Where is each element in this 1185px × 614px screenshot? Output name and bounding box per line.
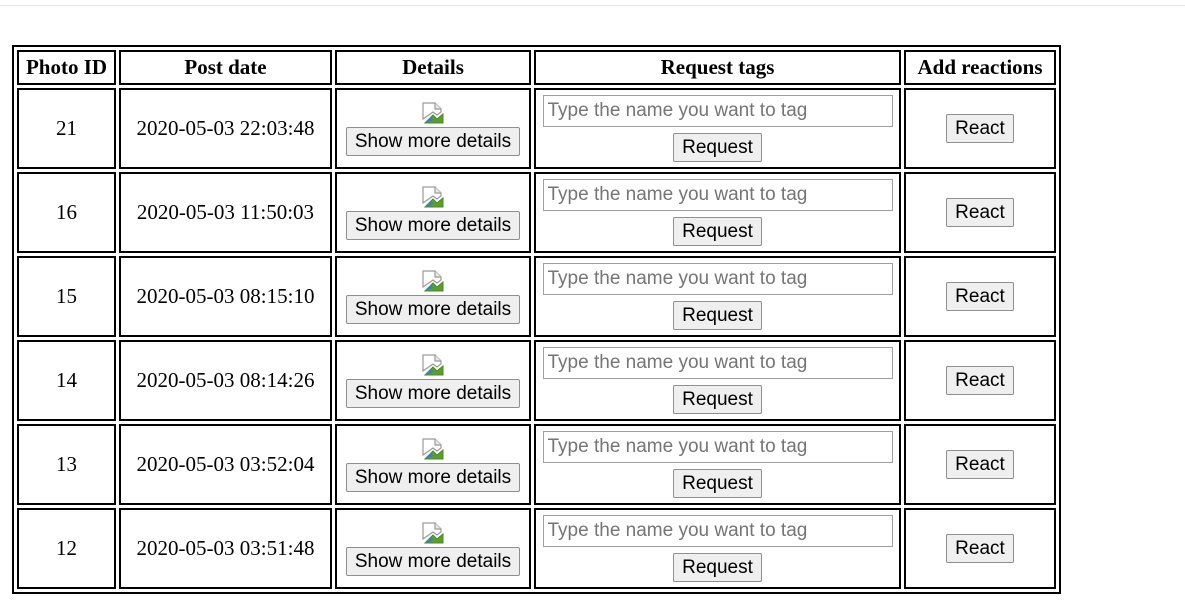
table-row: 21 2020-05-03 22:03:48 Show more details… [17, 88, 1056, 169]
request-button[interactable]: Request [673, 133, 762, 162]
show-more-details-button[interactable]: Show more details [345, 211, 521, 240]
post-date: 2020-05-03 08:14:26 [136, 368, 315, 392]
tag-name-input[interactable] [542, 515, 893, 547]
broken-image-icon [422, 438, 444, 460]
post-date: 2020-05-03 03:52:04 [136, 452, 315, 476]
react-button[interactable]: React [946, 366, 1014, 395]
details-cell: Show more details [335, 508, 531, 589]
post-date-cell: 2020-05-03 08:14:26 [119, 340, 332, 421]
request-button[interactable]: Request [673, 469, 762, 498]
show-more-details-button[interactable]: Show more details [345, 295, 521, 324]
broken-image-icon [422, 270, 444, 292]
show-more-details-button[interactable]: Show more details [345, 463, 521, 492]
post-date-cell: 2020-05-03 08:15:10 [119, 256, 332, 337]
show-more-details-button[interactable]: Show more details [345, 379, 521, 408]
photos-table: Photo ID Post date Details Request tags … [12, 45, 1061, 594]
post-date: 2020-05-03 22:03:48 [136, 116, 315, 140]
request-tags-cell: Request [534, 256, 901, 337]
photo-id: 21 [56, 116, 77, 140]
table-row: 12 2020-05-03 03:51:48 Show more details… [17, 508, 1056, 589]
tag-name-input[interactable] [542, 431, 893, 463]
photo-id: 15 [56, 284, 77, 308]
header-request-tags: Request tags [534, 50, 901, 85]
photo-id-cell: 12 [17, 508, 116, 589]
react-button[interactable]: React [946, 282, 1014, 311]
request-button[interactable]: Request [673, 301, 762, 330]
request-tags-cell: Request [534, 508, 901, 589]
broken-image-icon [422, 186, 444, 208]
photo-id-cell: 14 [17, 340, 116, 421]
details-cell: Show more details [335, 424, 531, 505]
table-row: 15 2020-05-03 08:15:10 Show more details… [17, 256, 1056, 337]
header-details: Details [335, 50, 531, 85]
table-row: 16 2020-05-03 11:50:03 Show more details… [17, 172, 1056, 253]
post-date-cell: 2020-05-03 03:52:04 [119, 424, 332, 505]
request-tags-cell: Request [534, 340, 901, 421]
table-row: 14 2020-05-03 08:14:26 Show more details… [17, 340, 1056, 421]
photo-id-cell: 13 [17, 424, 116, 505]
request-button[interactable]: Request [673, 217, 762, 246]
tag-name-input[interactable] [542, 95, 893, 127]
details-cell: Show more details [335, 340, 531, 421]
details-cell: Show more details [335, 256, 531, 337]
react-cell: React [904, 424, 1056, 505]
photo-id: 14 [56, 368, 77, 392]
header-add-reactions: Add reactions [904, 50, 1056, 85]
post-date: 2020-05-03 08:15:10 [136, 284, 315, 308]
react-cell: React [904, 172, 1056, 253]
react-button[interactable]: React [946, 114, 1014, 143]
post-date: 2020-05-03 03:51:48 [136, 536, 315, 560]
request-tags-cell: Request [534, 172, 901, 253]
header-photo-id: Photo ID [17, 50, 116, 85]
request-button[interactable]: Request [673, 385, 762, 414]
post-date-cell: 2020-05-03 22:03:48 [119, 88, 332, 169]
details-cell: Show more details [335, 88, 531, 169]
broken-image-icon [422, 522, 444, 544]
photo-id: 16 [56, 200, 77, 224]
request-button[interactable]: Request [673, 553, 762, 582]
tag-name-input[interactable] [542, 347, 893, 379]
photo-id-cell: 21 [17, 88, 116, 169]
react-cell: React [904, 340, 1056, 421]
react-button[interactable]: React [946, 450, 1014, 479]
request-tags-cell: Request [534, 424, 901, 505]
table-row: 13 2020-05-03 03:52:04 Show more details… [17, 424, 1056, 505]
show-more-details-button[interactable]: Show more details [345, 547, 521, 576]
react-button[interactable]: React [946, 534, 1014, 563]
react-button[interactable]: React [946, 198, 1014, 227]
request-tags-cell: Request [534, 88, 901, 169]
react-cell: React [904, 88, 1056, 169]
header-row: Photo ID Post date Details Request tags … [17, 50, 1056, 85]
tag-name-input[interactable] [542, 263, 893, 295]
top-divider [0, 5, 1185, 6]
photo-id: 13 [56, 452, 77, 476]
broken-image-icon [422, 102, 444, 124]
post-date-cell: 2020-05-03 03:51:48 [119, 508, 332, 589]
header-post-date: Post date [119, 50, 332, 85]
react-cell: React [904, 508, 1056, 589]
details-cell: Show more details [335, 172, 531, 253]
post-date-cell: 2020-05-03 11:50:03 [119, 172, 332, 253]
broken-image-icon [422, 354, 444, 376]
photo-id-cell: 15 [17, 256, 116, 337]
show-more-details-button[interactable]: Show more details [345, 127, 521, 156]
tag-name-input[interactable] [542, 179, 893, 211]
photo-id-cell: 16 [17, 172, 116, 253]
react-cell: React [904, 256, 1056, 337]
post-date: 2020-05-03 11:50:03 [136, 200, 315, 224]
photo-id: 12 [56, 536, 77, 560]
